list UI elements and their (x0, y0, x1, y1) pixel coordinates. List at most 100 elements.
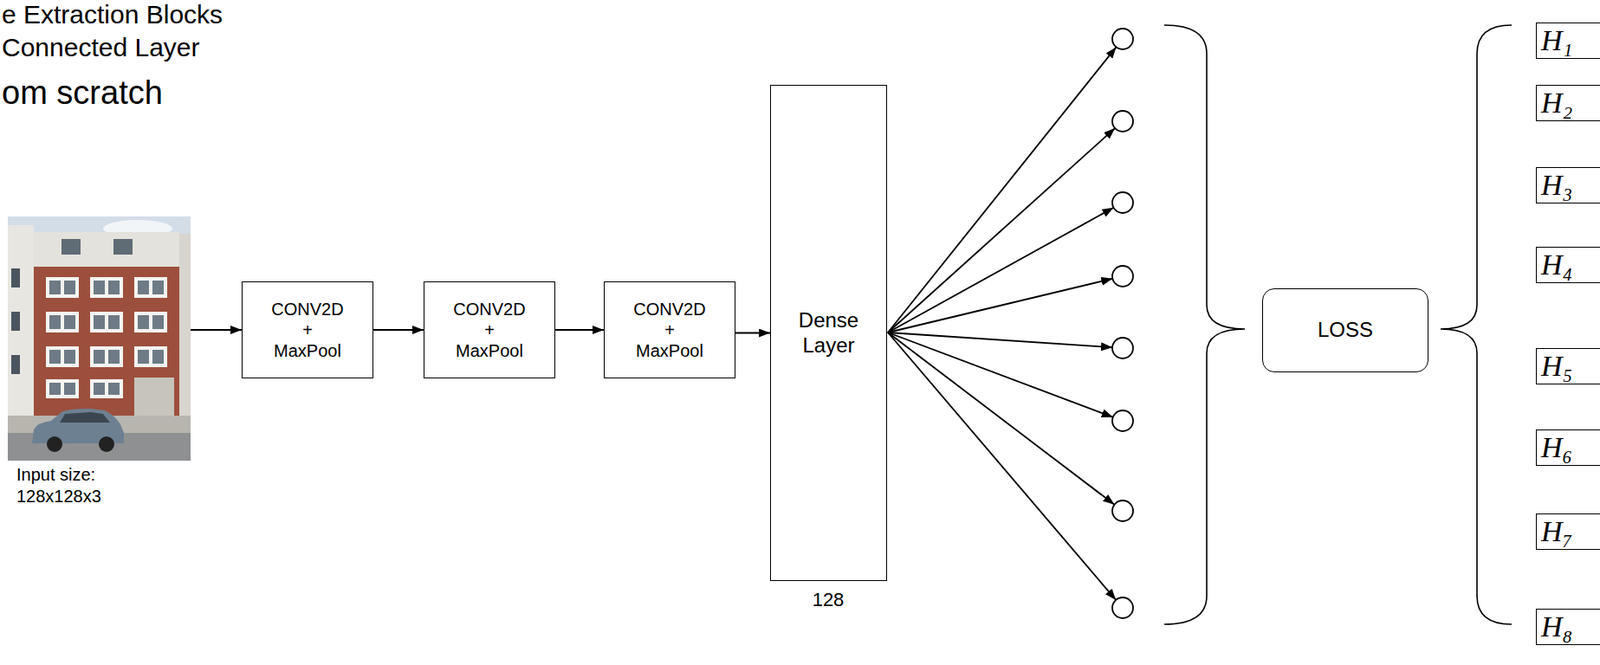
pane (49, 382, 61, 396)
roof-window (113, 239, 133, 255)
pane (152, 280, 164, 295)
window-frame (90, 346, 124, 368)
target-label: H₈ (1541, 611, 1573, 643)
window-frame (134, 311, 168, 333)
pane (108, 315, 120, 330)
left-building (7, 225, 34, 418)
output-neuron (1112, 28, 1134, 50)
garage-door (134, 377, 175, 418)
pane (64, 349, 76, 364)
target-label: H₆ (1541, 432, 1573, 464)
fan-arrow (887, 278, 1113, 333)
cropped-heading: e Extraction Blocks (1, 0, 223, 31)
opening-brace (1440, 25, 1512, 625)
fan-arrow (887, 332, 1116, 601)
brick-facade (33, 266, 180, 418)
output-neuron (1112, 410, 1134, 432)
input-image: Input size: 128x128x3 (7, 216, 191, 508)
right-building (179, 233, 191, 418)
target-box: H₁ (1535, 22, 1600, 59)
target-box: H₅ (1535, 348, 1600, 385)
window-frame (90, 379, 124, 399)
conv-block: CONV2D + MaxPool (603, 281, 736, 379)
top-floor (33, 232, 180, 269)
output-neuron (1112, 597, 1134, 619)
output-neuron (1112, 337, 1134, 359)
output-neuron (1112, 110, 1134, 132)
output-neurons (1112, 28, 1134, 619)
pane (152, 315, 164, 330)
window-frame (134, 277, 168, 298)
window-frame (45, 379, 79, 399)
closing-brace (1164, 25, 1245, 625)
flow-arrow (555, 329, 604, 331)
conv-block: CONV2D + MaxPool (241, 281, 374, 379)
pane (93, 349, 105, 364)
target-label: H₄ (1541, 249, 1573, 281)
pane (137, 315, 149, 330)
pane (49, 315, 61, 330)
target-label: H₃ (1541, 169, 1573, 201)
fan-arrow (887, 46, 1117, 333)
output-fan (887, 46, 1117, 601)
target-label: H₅ (1541, 350, 1573, 383)
pane (64, 280, 76, 295)
pane (64, 315, 76, 330)
target-box: H₃ (1535, 167, 1600, 204)
building-photo (7, 216, 191, 461)
conv-block: CONV2D + MaxPool (423, 281, 556, 379)
pane (49, 280, 61, 295)
fan-arrow (887, 128, 1115, 333)
car-window (59, 412, 111, 423)
layer-size: 128 (812, 589, 845, 611)
output-neuron (1112, 500, 1134, 522)
target-label: H₁ (1541, 25, 1573, 57)
pane (93, 315, 105, 330)
cropped-heading: om scratch (1, 74, 163, 113)
window-frame (90, 311, 124, 333)
fan-arrow (887, 207, 1115, 333)
window (11, 268, 20, 288)
pane (108, 280, 120, 295)
box-label: CONV2D + MaxPool (271, 298, 344, 362)
target-box: H₇ (1535, 513, 1600, 551)
pane (152, 349, 164, 364)
window-frame (45, 346, 79, 368)
target-box: H₈ (1535, 608, 1600, 646)
car-wheel (98, 436, 115, 453)
window-frame (134, 346, 168, 368)
box-label: CONV2D + MaxPool (633, 298, 706, 362)
target-box: H₄ (1535, 246, 1600, 284)
car-wheel (46, 436, 63, 453)
target-label: H₂ (1541, 87, 1573, 119)
window (11, 311, 20, 331)
target-box: H₂ (1535, 84, 1600, 122)
window-frame (90, 277, 124, 298)
pane (64, 382, 76, 396)
sky (7, 216, 191, 269)
pane (137, 280, 149, 295)
flow-arrow (735, 332, 771, 335)
output-neuron (1112, 192, 1134, 214)
pane (108, 349, 120, 364)
window (11, 355, 20, 375)
target-label: H₇ (1541, 516, 1573, 548)
pane (93, 382, 105, 396)
box-label: Dense Layer (798, 308, 859, 359)
window-frame (45, 311, 79, 333)
flow-arrow (190, 329, 242, 331)
target-box: H₆ (1535, 429, 1600, 467)
window-frame (45, 277, 79, 298)
output-neuron (1112, 265, 1134, 287)
fan-arrow (887, 332, 1115, 506)
fan-arrow (887, 332, 1114, 418)
flow-arrow (373, 329, 424, 331)
pane (49, 349, 61, 364)
box-label: LOSS (1317, 317, 1374, 344)
roof-window (61, 239, 81, 255)
box-label: CONV2D + MaxPool (453, 298, 525, 362)
pane (93, 280, 105, 295)
loss-box: LOSS (1262, 288, 1429, 373)
input-caption: Input size: 128x128x3 (16, 464, 147, 508)
